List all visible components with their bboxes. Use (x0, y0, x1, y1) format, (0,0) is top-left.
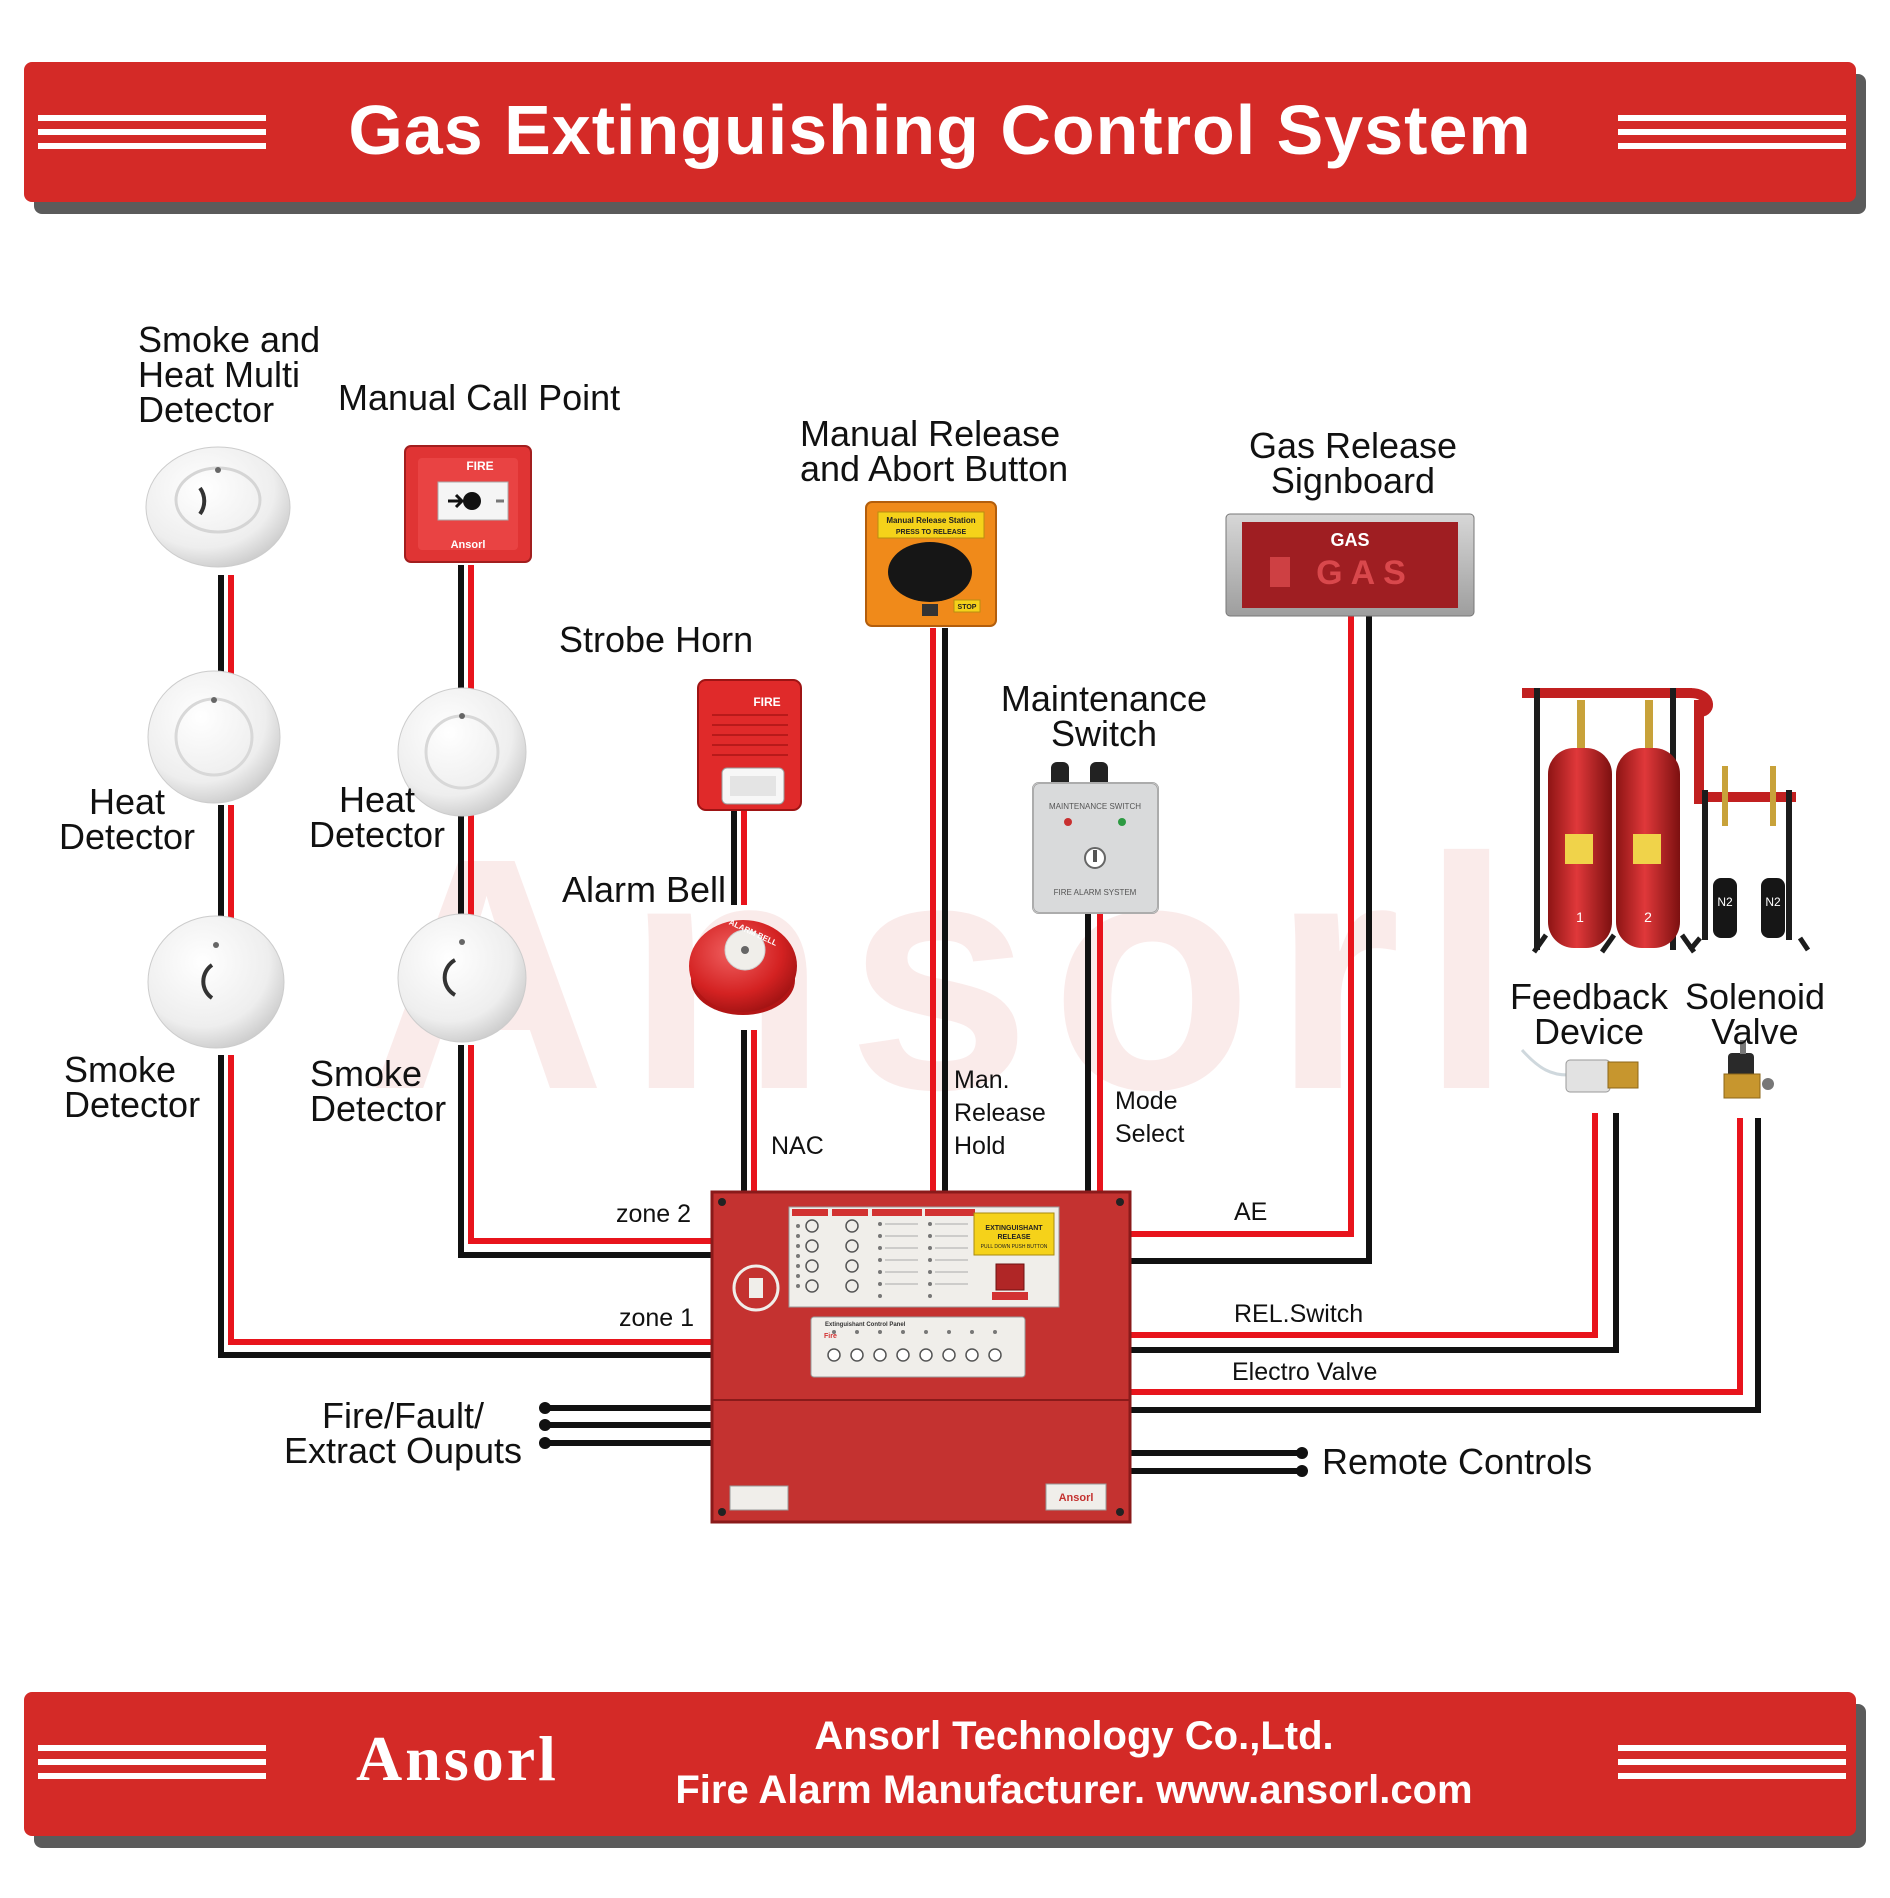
svg-text:2: 2 (1644, 909, 1652, 925)
nac-label: NAC (771, 1132, 824, 1160)
heat-detector-label-1: Heat Detector (58, 781, 196, 857)
svg-text:GAS: GAS (1316, 554, 1414, 592)
svg-text:N2: N2 (1765, 895, 1781, 909)
svg-text:PULL DOWN PUSH BUTTON: PULL DOWN PUSH BUTTON (981, 1244, 1048, 1250)
maintenance-switch-icon: MAINTENANCE SWITCH FIRE ALARM SYSTEM (1032, 762, 1159, 914)
smoke-heat-multi-detector-icon (145, 446, 291, 568)
manual-call-point-label: Manual Call Point (338, 377, 621, 418)
feedback-device-label: Feedback Device (1509, 976, 1669, 1052)
svg-text:N2: N2 (1717, 895, 1733, 909)
header-banner: Gas Extinguishing Control System (24, 62, 1856, 202)
manual-release-abort-button-icon: Manual Release Station PRESS TO RELEASE … (865, 501, 997, 627)
wires (218, 565, 1761, 1474)
gas-release-signboard-icon: GAS GAS (1225, 513, 1475, 617)
solenoid-valve-label: Solenoid Valve (1684, 976, 1826, 1052)
heat-detector-icon (147, 670, 281, 804)
footer-banner: Ansorl Ansorl Technology Co.,Ltd. Fire A… (24, 1692, 1856, 1836)
alarm-bell-icon: ALARM BELL (689, 918, 797, 1015)
svg-text:FIRE: FIRE (466, 459, 493, 473)
terminal-dots (539, 1402, 1308, 1477)
smoke-detector-label-1: Smoke Detector (64, 1049, 201, 1125)
mode-select-label: Mode Select (1115, 1087, 1185, 1148)
brand-logo: Ansorl (356, 1723, 559, 1794)
smoke-detector-label-2: Smoke Detector (310, 1053, 447, 1129)
svg-text:PRESS TO RELEASE: PRESS TO RELEASE (896, 529, 967, 536)
electro-valve-label: Electro Valve (1232, 1358, 1378, 1386)
strobe-horn-label: Strobe Horn (559, 619, 754, 660)
svg-text:1: 1 (1576, 909, 1584, 925)
manual-release-label: Manual Release and Abort Button (800, 413, 1069, 489)
svg-text:STOP: STOP (958, 604, 977, 611)
zone-1-label: zone 1 (619, 1304, 695, 1332)
svg-text:Ansorl: Ansorl (1059, 1492, 1094, 1504)
svg-text:GAS: GAS (1330, 530, 1369, 550)
alarm-bell-label: Alarm Bell (562, 869, 727, 910)
rel-switch-label: REL.Switch (1234, 1300, 1364, 1328)
svg-text:Extinguishant Control Panel: Extinguishant Control Panel (825, 1322, 906, 1328)
remote-controls-label: Remote Controls (1322, 1441, 1593, 1482)
smoke-detector-icon (147, 915, 285, 1049)
banner-stripes-left (38, 115, 266, 149)
solenoid-valve-icon (1723, 1040, 1774, 1099)
maintenance-switch-label: Maintenance Switch (1000, 678, 1208, 754)
feedback-device-icon (1520, 1048, 1639, 1093)
svg-text:Ansorl: Ansorl (451, 539, 486, 551)
page-title: Gas Extinguishing Control System (348, 91, 1532, 169)
svg-text:RELEASE: RELEASE (997, 1234, 1030, 1241)
zone-2-label: zone 2 (616, 1200, 692, 1228)
ae-label: AE (1234, 1198, 1268, 1226)
banner-stripes-left (38, 1745, 266, 1779)
watermark-text: Ansorl (367, 789, 1532, 1158)
svg-text:FIRE: FIRE (753, 695, 780, 709)
company-tagline: Fire Alarm Manufacturer. www.ansorl.com (675, 1768, 1473, 1812)
heat-detector-label-2: Heat Detector (308, 779, 446, 855)
company-name: Ansorl Technology Co.,Ltd. (814, 1714, 1334, 1758)
gas-cylinder-rack-icon: 1 2 N2 N2 (1522, 688, 1811, 954)
manual-call-point-icon: FIRE Ansorl (404, 445, 532, 563)
svg-text:EXTINGUISHANT: EXTINGUISHANT (985, 1225, 1043, 1232)
extinguishant-control-panel: EXTINGUISHANT RELEASE PULL DOWN PUSH BUT… (710, 1190, 1132, 1524)
banner-stripes-right (1618, 115, 1846, 149)
banner-stripes-right (1618, 1745, 1846, 1779)
gas-release-signboard-label: Gas Release Signboard (1248, 425, 1458, 501)
heat-detector-icon (397, 687, 527, 817)
fire-fault-extract-outputs-label: Fire/Fault/ Extract Ouputs (283, 1395, 523, 1471)
man-release-hold-label: Man. Release Hold (954, 1066, 1046, 1160)
svg-text:Fire: Fire (824, 1333, 837, 1340)
svg-text:Manual Release Station: Manual Release Station (886, 516, 975, 525)
multi-detector-label: Smoke and Heat Multi Detector (138, 319, 321, 430)
svg-text:MAINTENANCE SWITCH: MAINTENANCE SWITCH (1049, 802, 1141, 811)
svg-text:FIRE ALARM SYSTEM: FIRE ALARM SYSTEM (1054, 888, 1137, 897)
strobe-horn-icon: FIRE (697, 679, 802, 811)
smoke-detector-icon (397, 913, 527, 1043)
